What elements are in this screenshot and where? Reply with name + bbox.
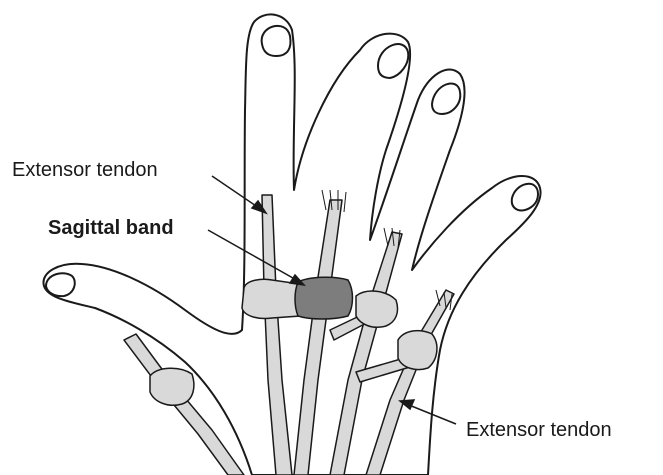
label-sagittal-band: Sagittal band	[48, 218, 174, 238]
label-extensor-tendon-top: Extensor tendon	[12, 160, 158, 180]
little-sagittal-band	[398, 331, 437, 370]
label-extensor-tendon-bottom: Extensor tendon	[466, 420, 612, 440]
ring-sagittal-band	[356, 291, 398, 327]
hand-outline	[43, 14, 540, 475]
index-sagittal-band	[242, 279, 300, 318]
thumb-sagittal-band	[150, 368, 194, 405]
